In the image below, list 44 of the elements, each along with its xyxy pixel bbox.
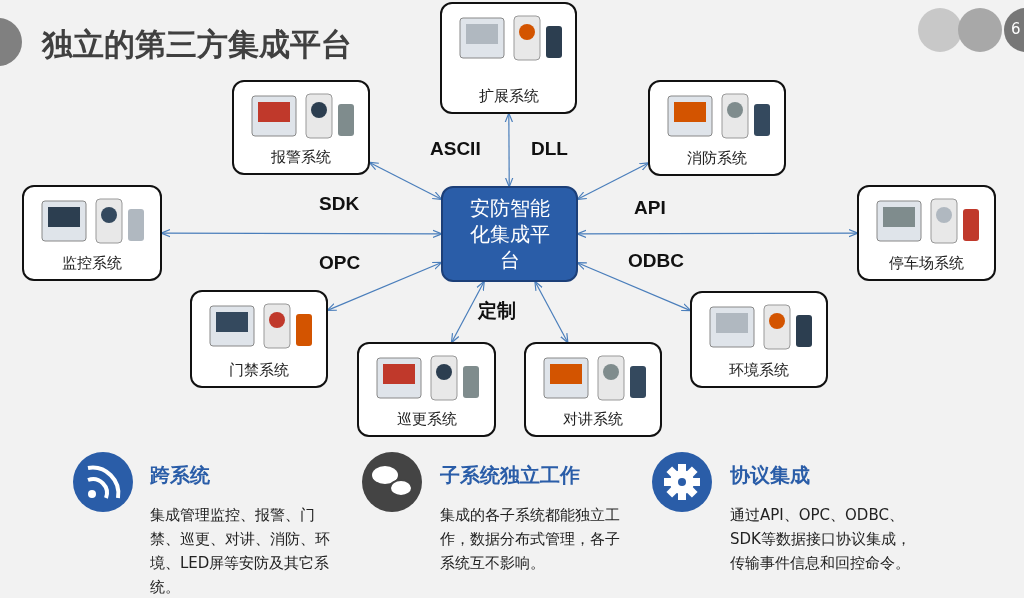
feature-heading: 子系统独立工作 [440,462,580,489]
system-box [857,185,996,281]
feature-text: 集成管理监控、报警、门禁、巡更、对讲、消防、环境、LED屏等安防及其它系统。 [150,505,331,598]
system-label: 扩展系统 [477,87,540,106]
title: 独立的第三方集成平台 [42,25,352,64]
system-box [232,80,370,175]
system-box [524,342,662,437]
protocol-label: ODBC [628,250,684,272]
system-label: 对讲系统 [562,410,624,429]
protocol-label: SDK [319,193,360,215]
feature-heading: 协议集成 [730,462,810,489]
system-box [357,342,496,437]
arrow [326,261,443,311]
system-label: 消防系统 [686,149,748,168]
system-label: 巡更系统 [395,410,458,429]
feature-heading: 跨系统 [150,462,210,489]
system-label: 环境系统 [728,361,790,380]
protocol-label: API [634,197,666,219]
system-label: 门禁系统 [228,361,290,380]
arrow [576,229,859,238]
system-box [690,291,828,388]
protocol-label: OPC [319,252,361,274]
system-label: 监控系统 [61,254,123,273]
page-number: 6 [1011,20,1021,38]
system-label: 报警系统 [270,148,332,167]
arrow [504,112,514,188]
system-box [190,290,328,388]
protocol-label: 定制 [478,299,516,323]
protocol-label: ASCII [430,138,481,160]
arrow [450,280,485,344]
arrow [160,229,443,238]
system-box [22,185,162,281]
arrow [534,280,569,344]
arrow [576,262,692,312]
platform-box [441,186,578,282]
system-box [648,80,786,176]
platform-label: 安防智能化集成平台 [468,195,551,273]
system-label: 停车场系统 [888,254,965,273]
arrow [368,161,443,200]
arrow [576,162,650,200]
protocol-label: DLL [531,138,568,160]
feature-text: 通过API、OPC、ODBC、SDK等数据接口协议集成，传输事件信息和回控命令。 [730,505,912,574]
system-box [440,2,577,114]
feature-text: 集成的各子系统都能独立工作，数据分布式管理，各子系统互不影响。 [440,505,621,574]
